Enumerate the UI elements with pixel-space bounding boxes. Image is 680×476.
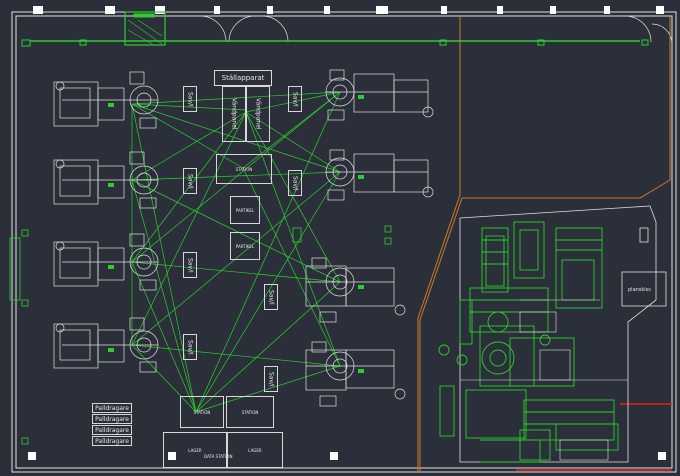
station-right-box: STATION [226, 396, 274, 428]
left-wall-elements [9, 225, 392, 445]
machine-green [438, 221, 619, 463]
robot-network-lines [131, 91, 341, 413]
vandpanel-2-label: Vändpanel [254, 98, 262, 130]
robot-cell-left-3 [53, 233, 159, 291]
zone-boundary [417, 16, 672, 472]
savl-6-box: Sav/l [288, 170, 302, 196]
savl-2-box: Sav/l [183, 168, 197, 194]
savl-8-label: Sav/l [267, 371, 275, 387]
robot-cell-right-3 [305, 257, 406, 323]
pallet-3-box: Palldragare [92, 425, 132, 435]
station-left-box: STATION [180, 396, 224, 428]
top-conveyor [21, 11, 649, 47]
mid-box-1: PARTIKEL [230, 196, 260, 224]
pallet-1-label: Palldragare [95, 404, 129, 412]
savl-5-label: Sav/l [291, 91, 299, 107]
bottom-left-label: LAGER [188, 447, 202, 453]
pallet-2-label: Palldragare [95, 415, 129, 423]
door-arcs [199, 15, 673, 45]
center-station-label: STATION [235, 167, 253, 172]
savl-2-label: Sav/l [186, 173, 194, 189]
planskiss-label: planskiss [628, 287, 651, 293]
pallet-4-label: Palldragare [95, 437, 129, 445]
building-walls [11, 11, 677, 473]
vandpanel-1-label: Vändpanel [230, 98, 238, 130]
machine-white-detail [460, 299, 628, 461]
savl-4-box: Sav/l [183, 334, 197, 360]
savl-7-label: Sav/l [267, 289, 275, 305]
pallet-1-box: Palldragare [92, 403, 132, 413]
stallapparat-label: Ställapparat [221, 74, 265, 82]
savl-6-label: Sav/l [291, 175, 299, 191]
wall-columns [28, 6, 666, 460]
robot-cell-right-1 [325, 69, 434, 121]
stallapparat-box: Ställapparat [214, 70, 272, 86]
station-left-label: STATION [193, 409, 211, 415]
savl-1-box: Sav/l [183, 86, 197, 112]
cell-green-markers [108, 95, 364, 373]
mid-box-2-label: PARTIKEL [235, 243, 255, 249]
robot-cell-right-2 [325, 149, 434, 201]
bottom-right-box: LAGER [227, 432, 283, 468]
savl-3-box: Sav/l [183, 252, 197, 278]
bottom-left-box: LAGER [163, 432, 227, 468]
center-station-box: STATION [216, 154, 272, 184]
pallet-2-box: Palldragare [92, 414, 132, 424]
mid-box-1-label: PARTIKEL [235, 207, 255, 213]
robot-cell-left-1 [53, 71, 159, 129]
savl-8-box: Sav/l [264, 366, 278, 392]
bottom-center-label: DATA STATION [204, 454, 233, 459]
station-right-label: STATION [241, 409, 259, 415]
pallet-3-label: Palldragare [95, 426, 129, 434]
robot-cell-right-4 [305, 341, 406, 407]
savl-1-label: Sav/l [186, 91, 194, 107]
bottom-right-label: LAGER [248, 447, 262, 453]
mid-box-2: PARTIKEL [230, 232, 260, 260]
savl-3-label: Sav/l [186, 257, 194, 273]
robot-cell-left-4 [53, 317, 159, 373]
savl-5-box: Sav/l [288, 86, 302, 112]
savl-4-label: Sav/l [186, 339, 194, 355]
vandpanel-1-box: Vändpanel [222, 86, 246, 142]
robot-cell-left-2 [53, 151, 159, 209]
pallet-4-box: Palldragare [92, 436, 132, 446]
vandpanel-2-box: Vändpanel [246, 86, 270, 142]
savl-7-box: Sav/l [264, 284, 278, 310]
